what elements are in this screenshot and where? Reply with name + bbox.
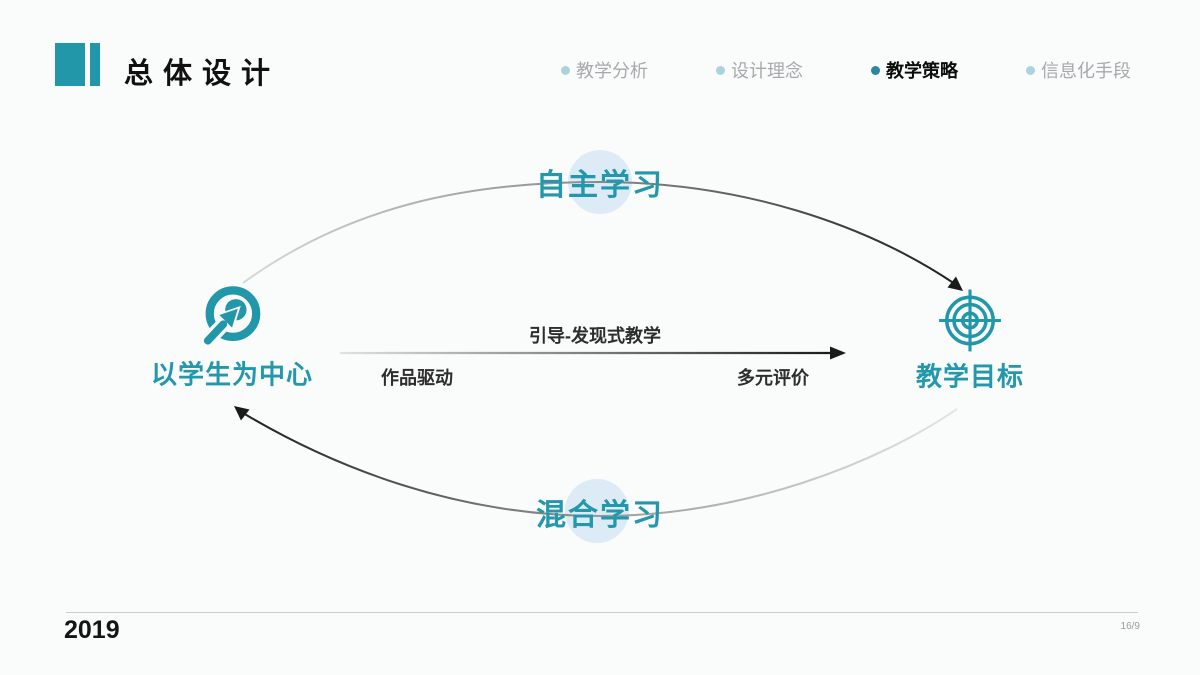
dart-hit-target-icon bbox=[197, 286, 263, 353]
footer-year: 2019 bbox=[64, 616, 120, 644]
nav-item-design-concept[interactable]: 设计理念 bbox=[716, 57, 803, 83]
top-loop-label: 自主学习 bbox=[536, 169, 664, 202]
bottom-label-halo bbox=[565, 479, 629, 543]
nav-item-label: 设计理念 bbox=[731, 61, 803, 81]
slide-nav: 教学分析 设计理念 教学策略 信息化手段 bbox=[561, 57, 1131, 83]
top-arc bbox=[242, 180, 956, 285]
bottom-loop-label: 混合学习 bbox=[536, 499, 664, 532]
nav-item-label: 信息化手段 bbox=[1041, 61, 1131, 81]
bullet-dot-icon bbox=[716, 65, 725, 75]
nav-item-teaching-analysis[interactable]: 教学分析 bbox=[561, 57, 648, 83]
crosshair-target-icon bbox=[937, 288, 1003, 359]
footer-divider bbox=[66, 612, 1138, 613]
bullet-dot-icon bbox=[1026, 65, 1035, 75]
top-arc-arrowhead-icon bbox=[947, 276, 963, 291]
title-accent-square bbox=[55, 43, 85, 86]
nav-item-teaching-strategy[interactable]: 教学策略 bbox=[871, 57, 958, 83]
page-title: 总体设计 bbox=[124, 58, 281, 90]
aspect-ratio-label: 16/9 bbox=[1120, 621, 1140, 632]
right-node-label: 教学目标 bbox=[915, 361, 1025, 392]
center-arrow-top-label: 引导-发现式教学 bbox=[529, 326, 661, 346]
center-arrow-arrowhead-icon bbox=[830, 346, 846, 360]
left-node-label: 以学生为中心 bbox=[150, 359, 314, 390]
center-arrow-right-label: 多元评价 bbox=[737, 368, 809, 388]
bottom-arc bbox=[242, 408, 958, 518]
bullet-dot-icon bbox=[561, 65, 570, 75]
title-accent-bar bbox=[90, 43, 100, 86]
bottom-arc-arrowhead-icon bbox=[234, 406, 250, 421]
nav-item-label: 教学策略 bbox=[886, 61, 958, 81]
center-arrow-left-label: 作品驱动 bbox=[381, 368, 453, 388]
bullet-dot-icon bbox=[871, 65, 880, 75]
nav-item-label: 教学分析 bbox=[576, 61, 648, 81]
nav-item-it-methods[interactable]: 信息化手段 bbox=[1026, 57, 1131, 83]
